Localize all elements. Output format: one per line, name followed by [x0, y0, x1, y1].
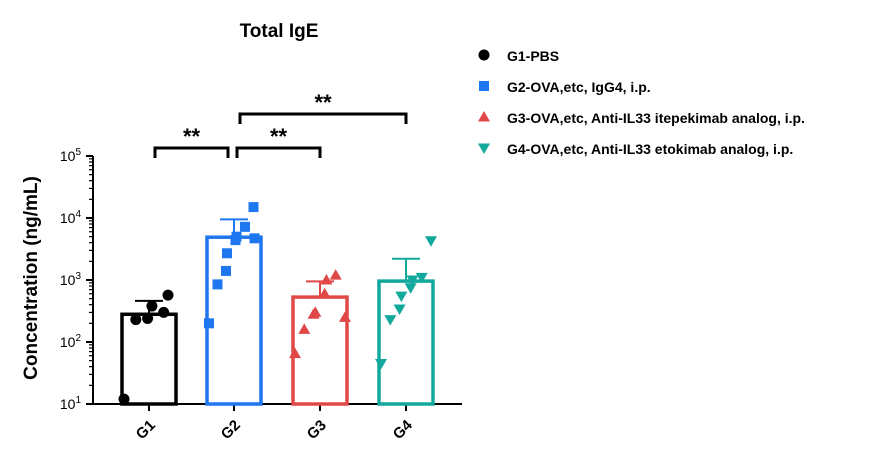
data-point-G3: [329, 269, 342, 280]
data-point-G4: [404, 283, 417, 294]
data-point-G2: [240, 221, 250, 232]
data-point-G3: [318, 287, 331, 299]
chart-title: Total IgE: [240, 21, 319, 42]
y-tick-label: 105: [60, 147, 82, 164]
data-point-G1: [146, 300, 158, 312]
x-tick-label: G3: [304, 417, 330, 443]
data-point-G3: [309, 306, 322, 317]
legend-label: G2-OVA,etc, IgG4, i.p.: [507, 79, 651, 95]
legend-label: G3-OVA,etc, Anti-IL33 itepekimab analog,…: [507, 110, 805, 126]
significance-bracket: [235, 146, 322, 158]
data-point-G1: [130, 314, 142, 326]
data-point-G4: [425, 236, 437, 247]
data-point-G3: [339, 311, 351, 322]
bar-G1: [120, 312, 178, 406]
legend-marker: [478, 49, 490, 61]
y-tick-label: 101: [60, 395, 82, 412]
significance-label: **: [270, 124, 288, 149]
x-tick-label: G4: [390, 416, 417, 443]
data-point-G3: [298, 323, 311, 334]
data-point-G2: [212, 279, 223, 290]
data-point-G4: [415, 272, 428, 284]
legend-marker: [478, 143, 490, 154]
bar-G2: [205, 235, 263, 406]
y-tick-label: 102: [60, 333, 82, 350]
data-point-G2: [221, 265, 231, 276]
y-axis-label: Concentration (ng/mL): [21, 176, 42, 380]
bar-G4: [377, 279, 435, 406]
legend: G1-PBS G2-OVA,etc, IgG4, i.p. G3-OVA,etc, …: [478, 48, 805, 157]
significance-label: **: [314, 90, 332, 115]
data-point-G2: [222, 248, 232, 259]
legend-label: G4-OVA,etc, Anti-IL33 etokimab analog, i…: [507, 141, 793, 157]
data-point-G4: [395, 291, 408, 303]
data-point-G1: [142, 312, 154, 324]
data-point-G2: [204, 318, 214, 329]
x-tick-label: G1: [133, 417, 159, 443]
legend-label: G1-PBS: [507, 48, 559, 64]
bar-G3: [291, 295, 349, 406]
data-point-G4: [375, 359, 387, 370]
y-tick-label: 103: [60, 271, 82, 288]
data-point-G3: [320, 274, 333, 285]
legend-marker: [478, 111, 490, 122]
data-point-G4: [384, 315, 397, 326]
significance-brackets: ** ** **: [153, 90, 408, 158]
data-points: [118, 202, 437, 405]
data-point-G2: [231, 231, 242, 242]
x-tick-label: G2: [218, 417, 244, 443]
data-point-G2: [248, 202, 259, 213]
significance-label: **: [183, 124, 201, 149]
legend-marker: [479, 81, 489, 91]
data-point-G3: [289, 347, 301, 359]
data-point-G2: [249, 233, 260, 244]
data-point-G1: [118, 393, 130, 405]
data-point-G1: [158, 306, 170, 318]
y-tick-label: 104: [60, 209, 82, 226]
data-point-G4: [393, 304, 406, 316]
significance-bracket: [238, 112, 408, 124]
data-point-G4: [406, 275, 419, 286]
data-point-G1: [162, 289, 174, 301]
significance-bracket: [153, 146, 230, 158]
